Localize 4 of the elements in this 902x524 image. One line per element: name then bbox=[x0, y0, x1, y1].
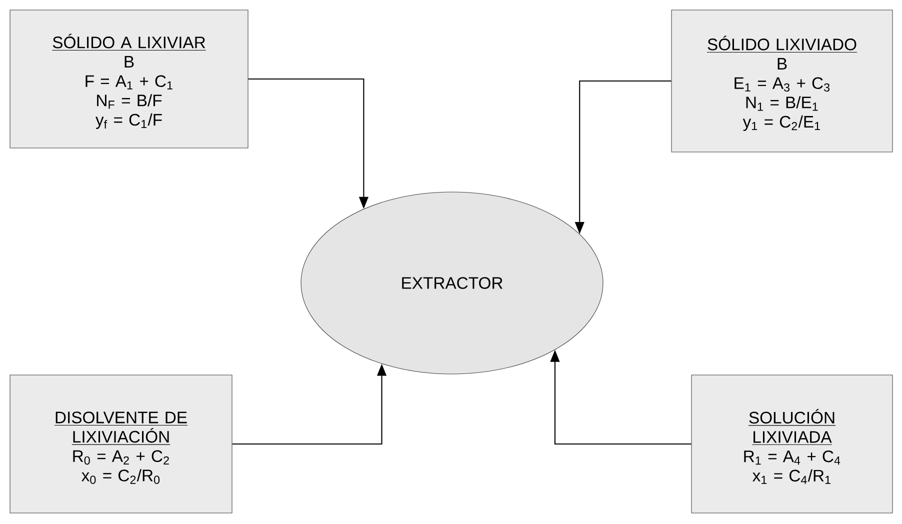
stream-box: SOLUCIÓN LIXIVIADA R$_{1}$ = A$_{4}$ + C$_{4}$ x$_{1}$ = C$_{4}$/R$_{1}$ bbox=[691, 374, 893, 514]
stream-box: SÓLIDO A LIXIVIAR B F = A$_{1}$ + C$_{1}$ N$_{F}$ = B/F y$_{f}$ = C$_{1}$/F bbox=[10, 10, 248, 148]
stream-box: SÓLIDO LIXIVIADO B E$_{1}$ = A$_{3}$ + C$_{3}$ N$_{1}$ = B/E$_{1}$ y$_{1}$ = C$_{2}$/E$_{1}$ bbox=[671, 10, 893, 152]
stream-box: DISOLVENTE DE LIXIVIACIÓN R$_{0}$ = A$_{2}$ + C$_{2}$ x$_{0}$ = C$_{2}$/R$_{0}$ bbox=[10, 374, 232, 514]
